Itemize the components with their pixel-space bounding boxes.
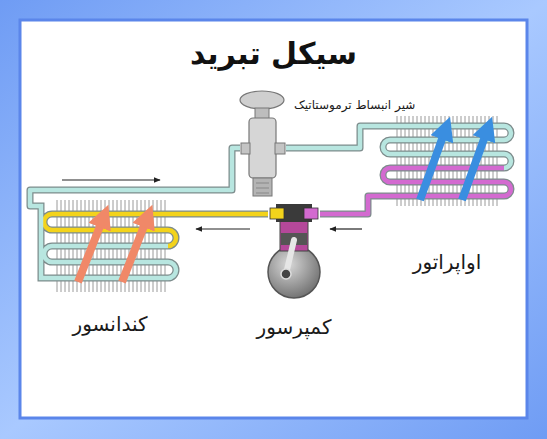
condenser-node: کندانسور xyxy=(38,200,182,292)
valve-thread xyxy=(256,193,269,194)
diagram-title: سیکل تبرید xyxy=(0,36,547,71)
refrigerant-pipe xyxy=(320,196,378,214)
pipe-casing xyxy=(286,126,378,148)
compressor-node: کمپرسور xyxy=(268,203,320,301)
suction-port xyxy=(304,208,318,219)
inner-panel xyxy=(20,20,527,418)
evaporator-node: اواپراتور xyxy=(378,116,516,206)
valve-neck xyxy=(255,108,269,119)
valve-node: شیر انبساط ترموستاتیک xyxy=(240,90,286,198)
airflow-arrow xyxy=(122,216,148,282)
part-label: شیر انبساط ترموستاتیک xyxy=(292,98,417,112)
part-label: کندانسور xyxy=(70,312,149,336)
valve-thread xyxy=(256,183,269,184)
valve-drawing xyxy=(240,91,285,196)
valve-inlet xyxy=(241,143,250,154)
airflow-arrow xyxy=(78,216,104,282)
condenser-coil-casing xyxy=(38,206,182,278)
condenser-drawing xyxy=(38,200,182,292)
refrigerant-pipe xyxy=(286,126,378,148)
valve-outlet xyxy=(275,143,285,154)
compressor-drawing xyxy=(268,204,320,298)
condenser-coil-cool xyxy=(38,206,176,278)
valve-nut xyxy=(253,178,272,196)
flow-arrow xyxy=(196,228,250,229)
part-label: اواپراتور xyxy=(411,250,484,274)
valve-dome xyxy=(240,91,284,109)
flow-arrow xyxy=(330,228,362,229)
crank-pin xyxy=(281,269,291,279)
pipe-casing xyxy=(320,196,378,214)
discharge-port xyxy=(270,208,284,219)
evaporator-coil-vapour xyxy=(378,168,511,196)
refrigerant-pipe xyxy=(182,212,268,217)
flow-arrow xyxy=(62,179,160,180)
valve-body xyxy=(249,118,276,178)
part-label: کمپرسور xyxy=(255,315,334,339)
evaporator-drawing xyxy=(378,116,511,206)
valve-thread xyxy=(256,188,269,189)
refrigerant-pipe xyxy=(30,148,240,206)
pipe-casing xyxy=(182,211,268,218)
airflow-arrow xyxy=(462,128,488,200)
pipe-casing xyxy=(30,148,240,206)
airflow-arrow xyxy=(420,128,446,200)
condenser-coil-hot xyxy=(44,214,182,246)
crankcase xyxy=(268,246,320,298)
